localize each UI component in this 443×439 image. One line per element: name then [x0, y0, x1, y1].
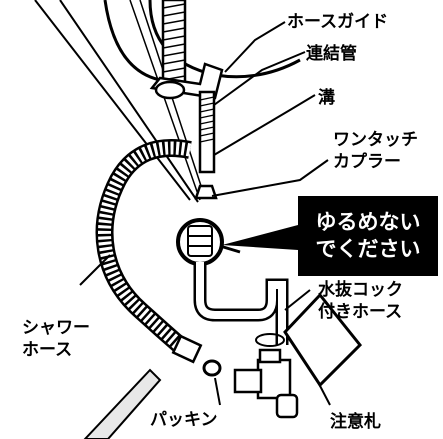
- warning-line2: でください: [315, 237, 421, 261]
- label-shower-hose-line1: シャワー: [22, 318, 90, 338]
- label-connecting-pipe: 連結管: [306, 44, 357, 64]
- upper-corrugated-hose: [161, 0, 187, 92]
- warning-box: ゆるめない でください: [298, 196, 438, 276]
- bottom-callout-wedge: [83, 368, 162, 439]
- label-shower-hose-line2: ホース: [22, 340, 73, 360]
- fixture-rim: [103, 0, 161, 82]
- connecting-pipe: [198, 90, 216, 174]
- label-drain-hose-line2: 付きホース: [318, 302, 403, 322]
- label-drain-hose-line1: 水抜コック: [318, 280, 403, 300]
- packing-ring: [202, 359, 222, 377]
- shower-hose-fitting: [171, 334, 203, 364]
- warning-line1: ゆるめない: [315, 210, 421, 234]
- coupler-nozzle: [194, 184, 218, 200]
- label-groove: 溝: [318, 88, 335, 108]
- drain-cock-valve: [233, 348, 299, 419]
- label-coupler-line1: ワンタッチ: [333, 130, 418, 150]
- label-coupler-line2: カプラー: [333, 152, 401, 172]
- callout-wedge: [34, 0, 199, 203]
- label-caution-tag: 注意札: [330, 412, 381, 432]
- warning-pointer: [222, 225, 298, 250]
- leader-lines: [79, 21, 331, 406]
- caution-tag: [283, 292, 363, 388]
- label-hose-guide: ホースガイド: [287, 12, 389, 32]
- coupler-circle: [176, 218, 224, 266]
- label-packing: パッキン: [150, 410, 218, 430]
